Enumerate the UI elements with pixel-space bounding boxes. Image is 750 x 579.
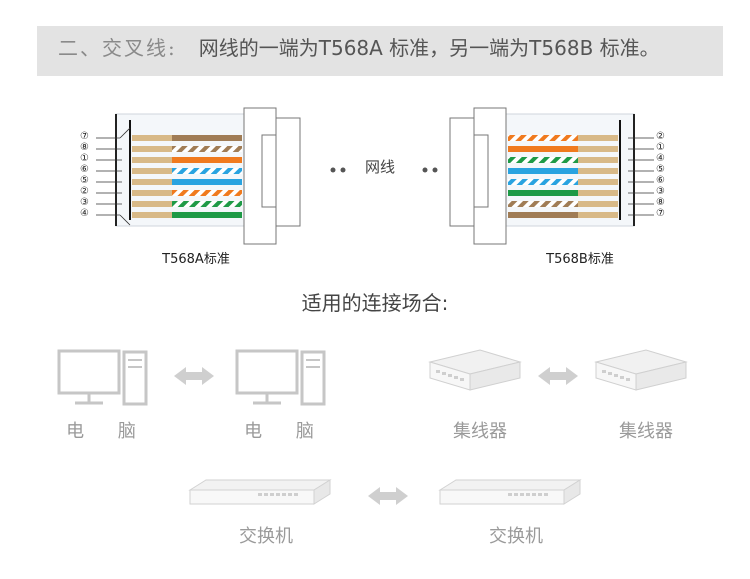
right-pin-3: ④ — [656, 153, 665, 164]
left-cable-sleeve — [275, 117, 301, 227]
switch-right-label: 交换机 — [489, 526, 543, 547]
header-prefix: 二、交叉线: — [58, 36, 177, 60]
right-pin-8: ⑦ — [656, 208, 665, 219]
connector-left — [96, 107, 301, 245]
left-pin-labels: ⑦ ⑧ ① ⑥ ⑤ ② ③ ④ — [80, 131, 89, 219]
header-description: 网线的一端为T568A 标准，另一端为T568B 标准。 — [198, 36, 660, 60]
switch-left-label: 交换机 — [239, 526, 293, 547]
left-pin-7: ③ — [80, 197, 89, 208]
connector-right — [449, 107, 654, 245]
left-pin-1: ⑦ — [80, 131, 89, 142]
right-pin-1: ② — [656, 131, 665, 142]
header-title: 二、交叉线: 网线的一端为T568A 标准，另一端为T568B 标准。 — [58, 32, 660, 61]
devices-diagram — [57, 349, 688, 505]
switch-right-icon — [438, 479, 582, 505]
right-pin-leaders — [628, 137, 654, 216]
pc-right-label: 电 脑 — [244, 421, 328, 442]
pc-left-label: 电 脑 — [66, 421, 150, 442]
hub-right-icon — [594, 349, 688, 391]
cable-label: 网线 — [364, 158, 395, 176]
header-banner — [37, 26, 723, 76]
pc-double-arrow-icon — [174, 367, 214, 385]
left-boot-slot — [261, 134, 277, 208]
hub-left-label: 集线器 — [453, 421, 507, 442]
left-pin-5: ⑤ — [80, 175, 89, 186]
left-pin-8: ④ — [80, 208, 89, 219]
right-pin-5: ⑥ — [656, 175, 665, 186]
left-pin-2: ⑧ — [80, 142, 89, 153]
hub-left-icon — [428, 349, 522, 391]
left-pin-3: ① — [80, 153, 89, 164]
right-pin-labels: ② ① ④ ⑤ ⑥ ③ ⑧ ⑦ — [656, 131, 665, 219]
right-cable-sleeve — [449, 117, 475, 227]
left-pin-6: ② — [80, 186, 89, 197]
right-wires — [508, 135, 578, 218]
right-boot-slot — [473, 134, 489, 208]
switch-double-arrow-icon — [368, 487, 408, 505]
right-contacts — [578, 135, 618, 218]
hub-right-label: 集线器 — [619, 421, 673, 442]
right-standard-label: T568B标准 — [546, 252, 614, 267]
right-pin-4: ⑤ — [656, 164, 665, 175]
right-pin-6: ③ — [656, 186, 665, 197]
left-standard-label: T568A标准 — [162, 252, 230, 267]
left-wires — [172, 135, 242, 218]
pc-left-icon — [57, 349, 148, 406]
switch-left-icon — [188, 479, 332, 505]
left-pin-4: ⑥ — [80, 164, 89, 175]
pc-right-icon — [235, 349, 326, 406]
right-pin-2: ① — [656, 142, 665, 153]
left-pin-leaders — [96, 127, 131, 226]
crossover-diagram — [96, 107, 654, 245]
right-pin-7: ⑧ — [656, 197, 665, 208]
middle-dots — [330, 167, 438, 173]
hub-double-arrow-icon — [538, 367, 578, 385]
usage-subtitle: 适用的连接场合: — [301, 291, 449, 315]
left-contacts — [132, 135, 172, 218]
